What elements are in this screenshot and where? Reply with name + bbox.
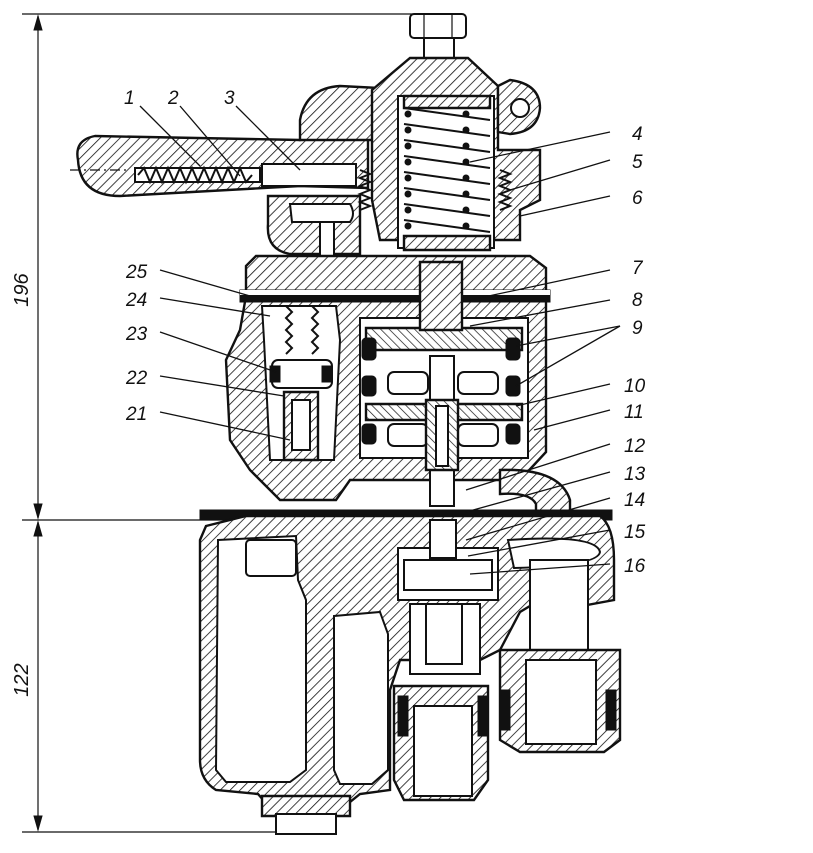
dimension-label-lower: 122 xyxy=(11,663,33,696)
dimension-label-upper: 196 xyxy=(11,272,33,306)
callout-22: 22 xyxy=(125,368,148,389)
callout-2: 2 xyxy=(167,88,179,109)
callout-leaders xyxy=(139,105,621,575)
handle-lever xyxy=(70,84,384,263)
callout-8: 8 xyxy=(632,290,643,311)
callout-14: 14 xyxy=(624,490,645,511)
callout-15: 15 xyxy=(624,522,646,543)
callout-labels: 1 2 3 4 5 6 7 8 9 10 11 12 13 14 15 16 2… xyxy=(124,88,646,577)
lower-body xyxy=(198,509,622,835)
callout-12: 12 xyxy=(624,436,646,457)
callout-9: 9 xyxy=(632,318,643,339)
callout-11: 11 xyxy=(624,402,644,423)
callout-7: 7 xyxy=(632,258,644,279)
callout-13: 13 xyxy=(624,464,646,485)
top-cap-assembly xyxy=(357,13,542,252)
callout-6: 6 xyxy=(632,188,643,209)
dimension-lines xyxy=(22,13,415,833)
callout-25: 25 xyxy=(125,262,148,283)
callout-24: 24 xyxy=(125,290,147,311)
callout-3: 3 xyxy=(224,88,235,109)
callout-16: 16 xyxy=(624,556,646,577)
spring-coil-dots xyxy=(404,110,470,230)
callout-10: 10 xyxy=(624,376,646,397)
callout-1: 1 xyxy=(124,88,135,109)
callout-5: 5 xyxy=(632,152,643,173)
callout-23: 23 xyxy=(125,324,148,345)
callout-4: 4 xyxy=(632,124,643,145)
main-upper-body xyxy=(224,254,572,518)
callout-21: 21 xyxy=(125,404,147,425)
